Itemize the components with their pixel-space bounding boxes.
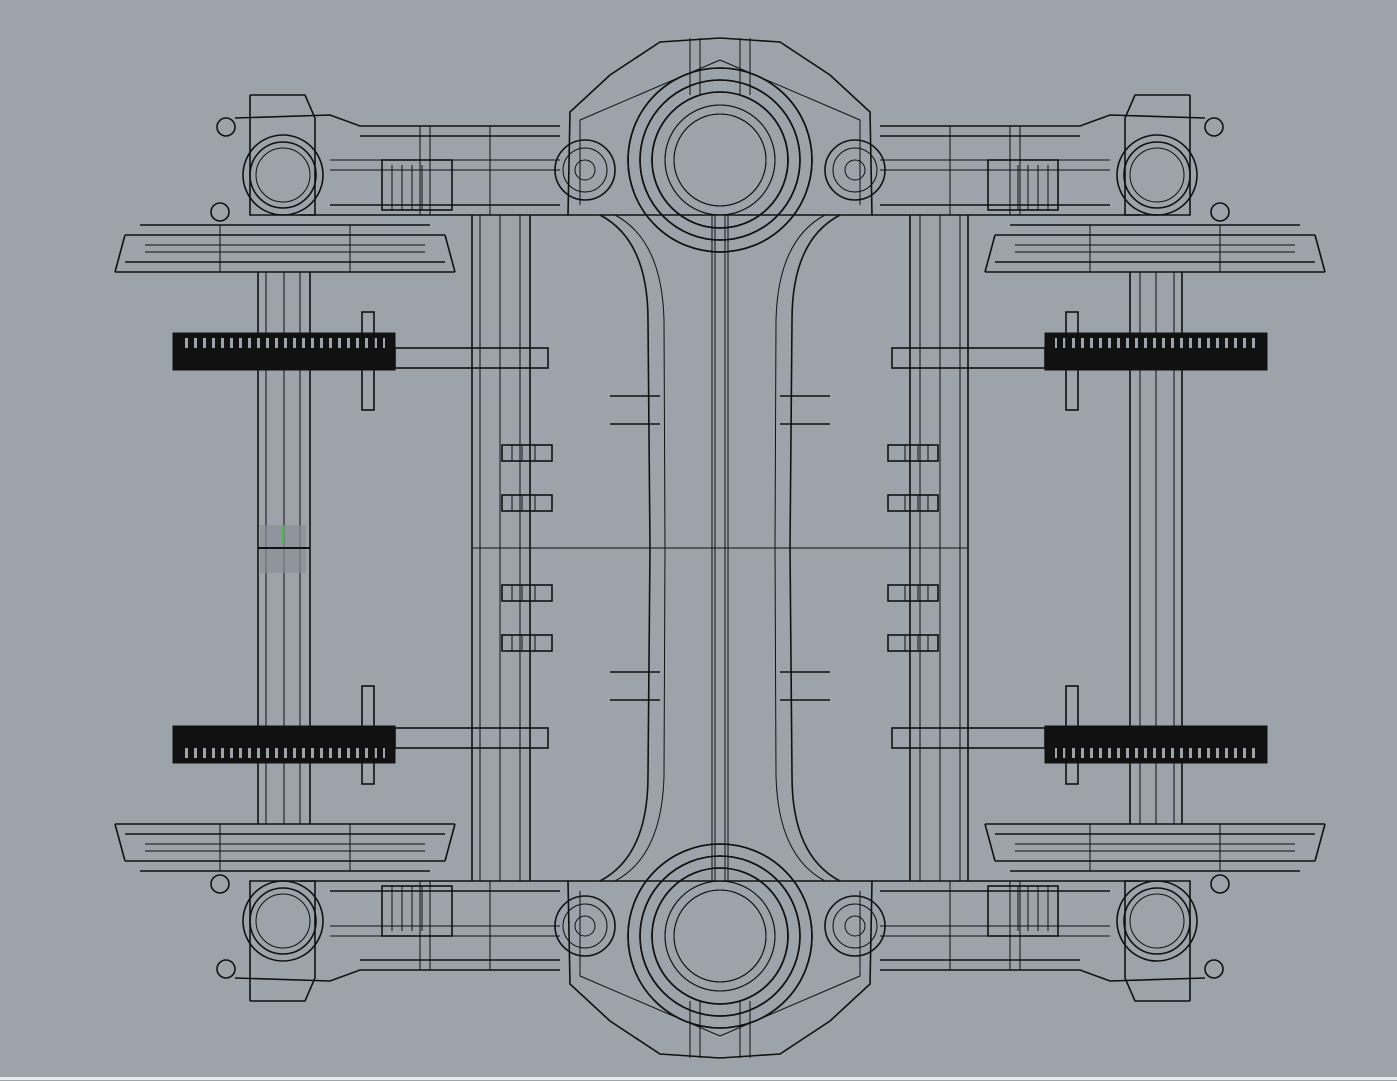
- viewport-border: [0, 1077, 1397, 1080]
- quadrant-bottom-left: [115, 548, 812, 1058]
- quadrant-bottom-right: [628, 548, 1325, 1058]
- quadrant-top-left: [115, 38, 812, 548]
- quadrant-top-right: [628, 38, 1325, 548]
